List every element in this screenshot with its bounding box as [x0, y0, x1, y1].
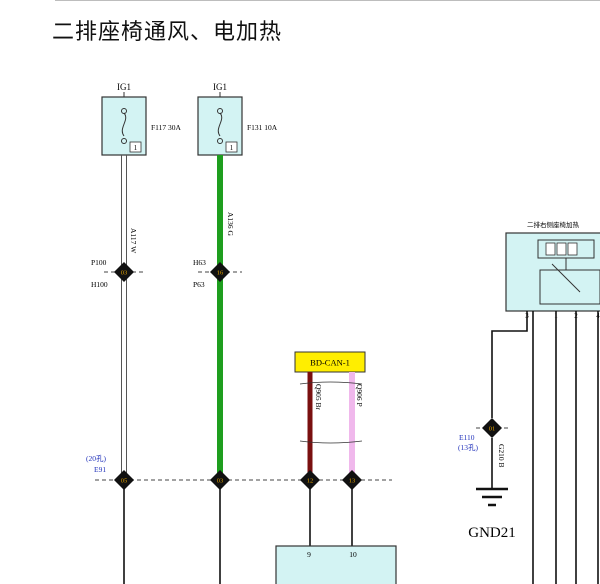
fuse-1-source: IG1	[117, 82, 131, 92]
wire-1-label: A117 W	[129, 228, 138, 254]
c1-connector-diamond	[114, 262, 134, 282]
fuse-2-pin-box	[225, 141, 238, 153]
fuse-1-pin-box	[129, 141, 142, 153]
c2-pin: 16	[217, 270, 224, 277]
fuse-2-name: F131 10A	[247, 123, 278, 132]
c2-bottom-label: P63	[193, 280, 205, 289]
e91-pin-1: 05	[121, 478, 128, 485]
fuse-2-terminal-bottom	[217, 138, 223, 144]
e91-pin-4: 13	[349, 478, 356, 485]
seat-unit-heater	[539, 269, 600, 305]
ground-label: GND21	[468, 525, 516, 541]
fuse-1-pin: 1	[134, 144, 138, 152]
ground-wire-label: G210 B	[497, 444, 506, 468]
top-rule	[55, 0, 600, 1]
wire-2-label: A136 G	[226, 212, 235, 237]
e91-pin-3: 12	[307, 478, 314, 485]
seat-unit-contact-3	[567, 242, 578, 256]
e110-hole-label: (13孔)	[458, 443, 478, 452]
e91-name: E91	[94, 465, 106, 474]
can-bus-label: BD-CAN-1	[310, 358, 350, 368]
e91-pin-4-diamond	[342, 470, 362, 490]
fuse-1-terminal-bottom	[121, 138, 127, 144]
c1-bottom-label: H100	[91, 280, 108, 289]
seat-unit-switch	[551, 263, 581, 293]
e91-pin-2-diamond	[210, 470, 230, 490]
seat-unit-label: 二排右侧座椅加热	[527, 220, 580, 229]
module-pin-1: 9	[307, 550, 311, 559]
fuse-1-name: F117 30A	[151, 123, 182, 132]
c1-pin: 03	[121, 270, 128, 277]
c2-top-label: H63	[193, 258, 206, 267]
page-title: 二排座椅通风、电加热	[52, 20, 283, 45]
e91-pin-2: 03	[217, 478, 224, 485]
e110-connector-diamond	[482, 418, 502, 438]
c2-connector-diamond	[210, 262, 230, 282]
e91-pin-3-diamond	[300, 470, 320, 490]
e91-pin-1-diamond	[114, 470, 134, 490]
fuse-2-source: IG1	[213, 82, 227, 92]
can-low-label: Q906 P	[355, 384, 364, 407]
e110-pin: 01	[489, 426, 496, 433]
can-twist-top	[299, 381, 363, 385]
e110-name: E110	[459, 433, 475, 442]
module-pin-2: 10	[349, 550, 357, 559]
fuse-1-element	[121, 112, 127, 137]
fuse-2-element	[217, 112, 223, 137]
seat-ground-wire	[491, 311, 528, 418]
c1-top-label: P100	[91, 258, 107, 267]
seat-unit-contact-1	[545, 242, 556, 256]
can-bus-box	[294, 351, 366, 373]
fuse-2-pin: 1	[230, 144, 234, 152]
module-box	[275, 545, 397, 584]
can-twist-bottom	[299, 440, 363, 444]
e91-hole-label: (20孔)	[86, 454, 106, 463]
can-high-label: Q905 Br	[314, 384, 323, 411]
seat-unit-contact-2	[556, 242, 567, 256]
